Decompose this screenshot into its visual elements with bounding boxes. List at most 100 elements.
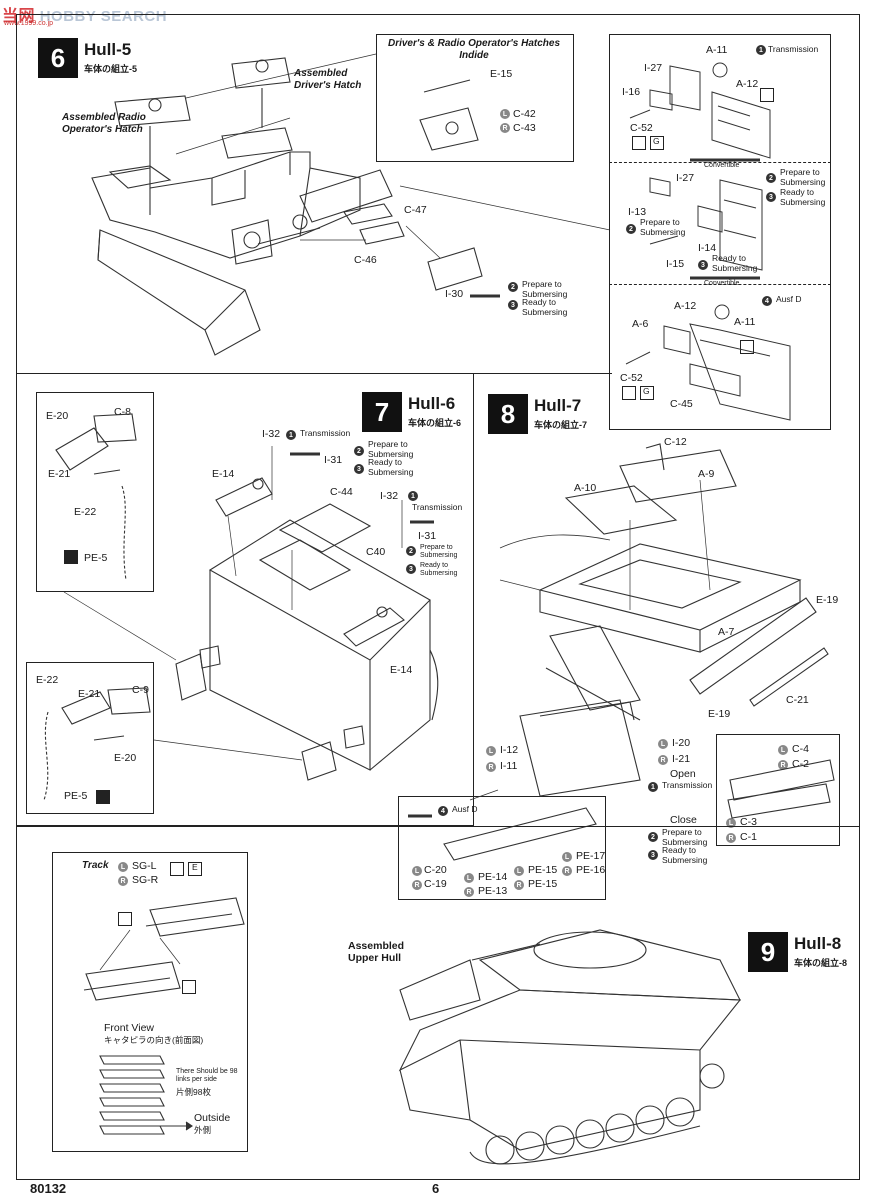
page-frame xyxy=(16,14,860,1180)
step9-panel xyxy=(16,826,860,1180)
c20-left-marker: L xyxy=(412,866,422,876)
step8-subtitle: 车体の組立-7 xyxy=(534,420,588,430)
part-i31-b: I-31 xyxy=(418,530,437,542)
links-note: There Should be 98 links per side xyxy=(176,1068,238,1084)
pe15-right-marker: R xyxy=(514,880,524,890)
part-i20: I-20 xyxy=(672,737,691,749)
part-i30: I-30 xyxy=(445,288,464,300)
step6-number: 6 xyxy=(38,38,78,78)
part-pe17: PE-17 xyxy=(576,850,606,862)
track-left-marker: L xyxy=(118,862,128,872)
part-c52-top: C-52 xyxy=(630,122,653,134)
hatch-box-title: Driver's & Radio Operator's Hatches Indi… xyxy=(387,38,561,61)
part-e19-b: E-19 xyxy=(708,708,731,720)
left-marker: L xyxy=(500,109,510,119)
part-c3: C-3 xyxy=(740,816,757,828)
transmission-marker-7b: 1 xyxy=(408,491,418,501)
watermark-url: www.1999.co.jp xyxy=(4,20,54,27)
ausf-d-label-8: Ausf D xyxy=(452,804,478,814)
ready-label-7b: Ready to Submersing xyxy=(420,562,458,578)
step9-title: Hull-8 xyxy=(794,934,842,953)
part-a7: A-7 xyxy=(718,626,735,638)
sprue-e-icon: E xyxy=(188,862,202,876)
part-c44: C-44 xyxy=(330,486,353,498)
part-e14-a: E-14 xyxy=(212,468,235,480)
hatch-detail-box xyxy=(376,34,574,162)
ausf-d-label: Ausf D xyxy=(776,294,802,304)
paint-icon-2 xyxy=(740,340,754,354)
part-c4: C-4 xyxy=(792,743,809,755)
convertible-label-1: Convertible xyxy=(704,162,740,169)
step9-subtitle: 车体の組立-8 xyxy=(794,958,848,968)
part-i11: I-11 xyxy=(500,760,518,772)
part-a12-bottom: A-12 xyxy=(674,300,697,312)
step7-panel xyxy=(16,374,474,826)
i20-left-marker: L xyxy=(658,739,668,749)
prepare-label-2: Prepare to Submersing xyxy=(640,217,686,237)
part-e21-a: E-21 xyxy=(48,468,71,480)
i12-left-marker: L xyxy=(486,746,496,756)
assembled-upper-hull-label: Assembled Upper Hull xyxy=(348,940,405,965)
outside-label: Outside xyxy=(194,1112,231,1124)
part-i12: I-12 xyxy=(500,744,519,756)
part-c19: C-19 xyxy=(424,878,447,890)
front-view-jp-label: キャタピラの向き(前面図) xyxy=(104,1035,204,1045)
part-e19-a: E-19 xyxy=(816,594,839,606)
ready-label-8: Ready to Submersing xyxy=(662,845,708,865)
option-3-marker: 3 xyxy=(508,300,518,310)
pe-tool-icon-2 xyxy=(96,790,110,804)
watermark-logo: 当网 HOBBY SEARCH xyxy=(2,8,168,25)
part-i15: I-15 xyxy=(666,258,685,270)
part-a12-top: A-12 xyxy=(736,78,759,90)
assembled-radio-label: Assembled Radio Operator's Hatch xyxy=(62,112,146,135)
step7-subtitle: 车体の組立-6 xyxy=(408,418,462,428)
part-i21: I-21 xyxy=(672,753,691,765)
option-2-marker: 2 xyxy=(508,282,518,292)
footer-kit-code: 80132 xyxy=(30,1181,67,1196)
part-a11-top: A-11 xyxy=(706,44,728,56)
part-i32-b: I-32 xyxy=(380,490,399,502)
transmission-label-7a: Transmission xyxy=(300,428,351,438)
part-e20-b: E-20 xyxy=(114,752,137,764)
part-i16: I-16 xyxy=(622,86,641,98)
assembled-driver-label: Assembled Driver's Hatch xyxy=(294,68,362,91)
part-c47: C-47 xyxy=(404,204,427,216)
part-c46: C-46 xyxy=(354,254,377,266)
prepare-marker-7b: 2 xyxy=(406,546,416,556)
part-e22-a: E-22 xyxy=(74,506,97,518)
part-c45: C-45 xyxy=(670,398,693,410)
prepare-marker: 2 xyxy=(766,173,776,183)
prepare-label: Prepare to Submersing xyxy=(780,167,826,187)
paint-icon-track-b xyxy=(182,980,196,994)
ready-marker-8: 3 xyxy=(648,850,658,860)
part-c43: C-43 xyxy=(513,122,536,134)
step8-detail-box-bottom xyxy=(398,796,606,900)
part-pe16: PE-16 xyxy=(576,864,606,876)
part-c9: C-9 xyxy=(132,684,149,696)
part-a6: A-6 xyxy=(632,318,649,330)
ausf-d-marker: 4 xyxy=(762,296,772,306)
options-divider-1 xyxy=(609,162,831,163)
prepare-marker-7a: 2 xyxy=(354,446,364,456)
c3-left-marker: L xyxy=(726,818,736,828)
cement-icon-2 xyxy=(622,386,636,400)
transmission-marker-8: 1 xyxy=(648,782,658,792)
i11-right-marker: R xyxy=(486,762,496,772)
pe13-right-marker: R xyxy=(464,887,474,897)
ready-label: Ready to Submersing xyxy=(780,187,826,207)
front-view-label: Front View xyxy=(104,1022,154,1034)
part-pe15-a: PE-15 xyxy=(528,864,558,876)
transmission-marker-7a: 1 xyxy=(286,430,296,440)
part-i27-mid: I-27 xyxy=(676,172,695,184)
track-label: Track xyxy=(82,860,109,871)
pe-tool-icon xyxy=(64,550,78,564)
track-sg-r: SG-R xyxy=(132,874,159,886)
transmission-label-8: Transmission xyxy=(662,780,713,790)
pe17-left-marker: L xyxy=(562,852,572,862)
option-1-marker: 1 xyxy=(756,45,766,55)
cement-icon-track xyxy=(170,862,184,876)
part-c20: C-20 xyxy=(424,864,447,876)
part-pe14: PE-14 xyxy=(478,871,508,883)
